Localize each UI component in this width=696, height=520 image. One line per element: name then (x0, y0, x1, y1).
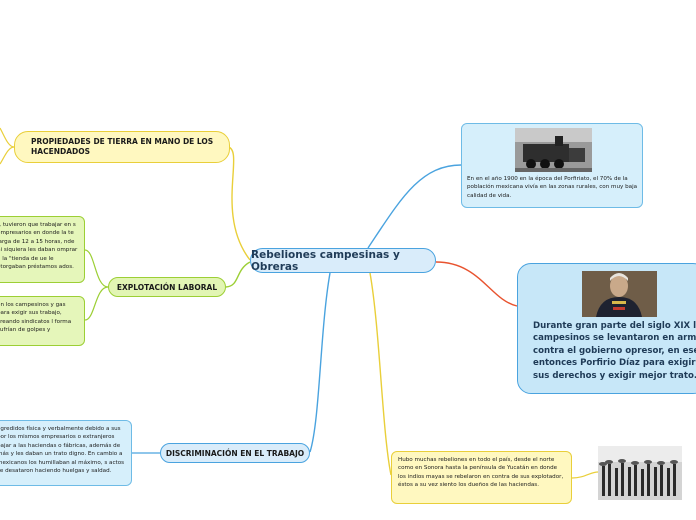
topic-explotacion[interactable]: EXPLOTACIÓN LABORAL (108, 277, 226, 297)
explotacion-note-2[interactable]: en los campesinos y gas para exigir sus … (0, 296, 85, 346)
central-topic[interactable]: Rebeliones campesinas y Obreras (250, 248, 436, 273)
explotacion-note-2-text: en los campesinos y gas para exigir sus … (0, 302, 72, 334)
topic-discriminacion-label: DISCRIMINACIÓN EN EL TRABAJO (165, 448, 305, 458)
rebeldes-note[interactable]: Hubo muchas rebeliones en todo el país, … (391, 451, 572, 504)
rebeldes-note-text: Hubo muchas rebeliones en todo el país, … (398, 457, 564, 489)
topic-discriminacion[interactable]: DISCRIMINACIÓN EN EL TRABAJO (160, 443, 310, 463)
train-photo (515, 128, 592, 172)
explotacion-note-1[interactable]: r, tuvieron que trabajar en s empresario… (0, 216, 85, 283)
porfirio-topic-text: Durante gran parte del siglo XIX los cam… (533, 321, 696, 381)
topic-explotacion-label: EXPLOTACIÓN LABORAL (116, 282, 218, 292)
central-topic-label: Rebeliones campesinas y Obreras (251, 248, 400, 273)
porfirio-topic[interactable]: Durante gran parte del siglo XIX los cam… (517, 263, 696, 394)
discriminacion-note[interactable]: agredidos física y verbalmente debido a … (0, 420, 132, 486)
porfiriato-note-text: En en el año 1900 en la época del Porfir… (467, 176, 638, 199)
porfiriato-note[interactable]: En en el año 1900 en la época del Porfir… (461, 123, 643, 208)
topic-propiedades-label: PROPIEDADES DE TIERRA EN MANO DE LOS HAC… (31, 137, 214, 156)
crowd-photo (598, 446, 682, 500)
topic-propiedades[interactable]: PROPIEDADES DE TIERRA EN MANO DE LOS HAC… (14, 131, 230, 163)
discriminacion-note-text: agredidos física y verbalmente debido a … (0, 426, 125, 475)
porfirio-portrait-photo (582, 271, 657, 317)
explotacion-note-1-text: r, tuvieron que trabajar en s empresario… (0, 222, 78, 271)
